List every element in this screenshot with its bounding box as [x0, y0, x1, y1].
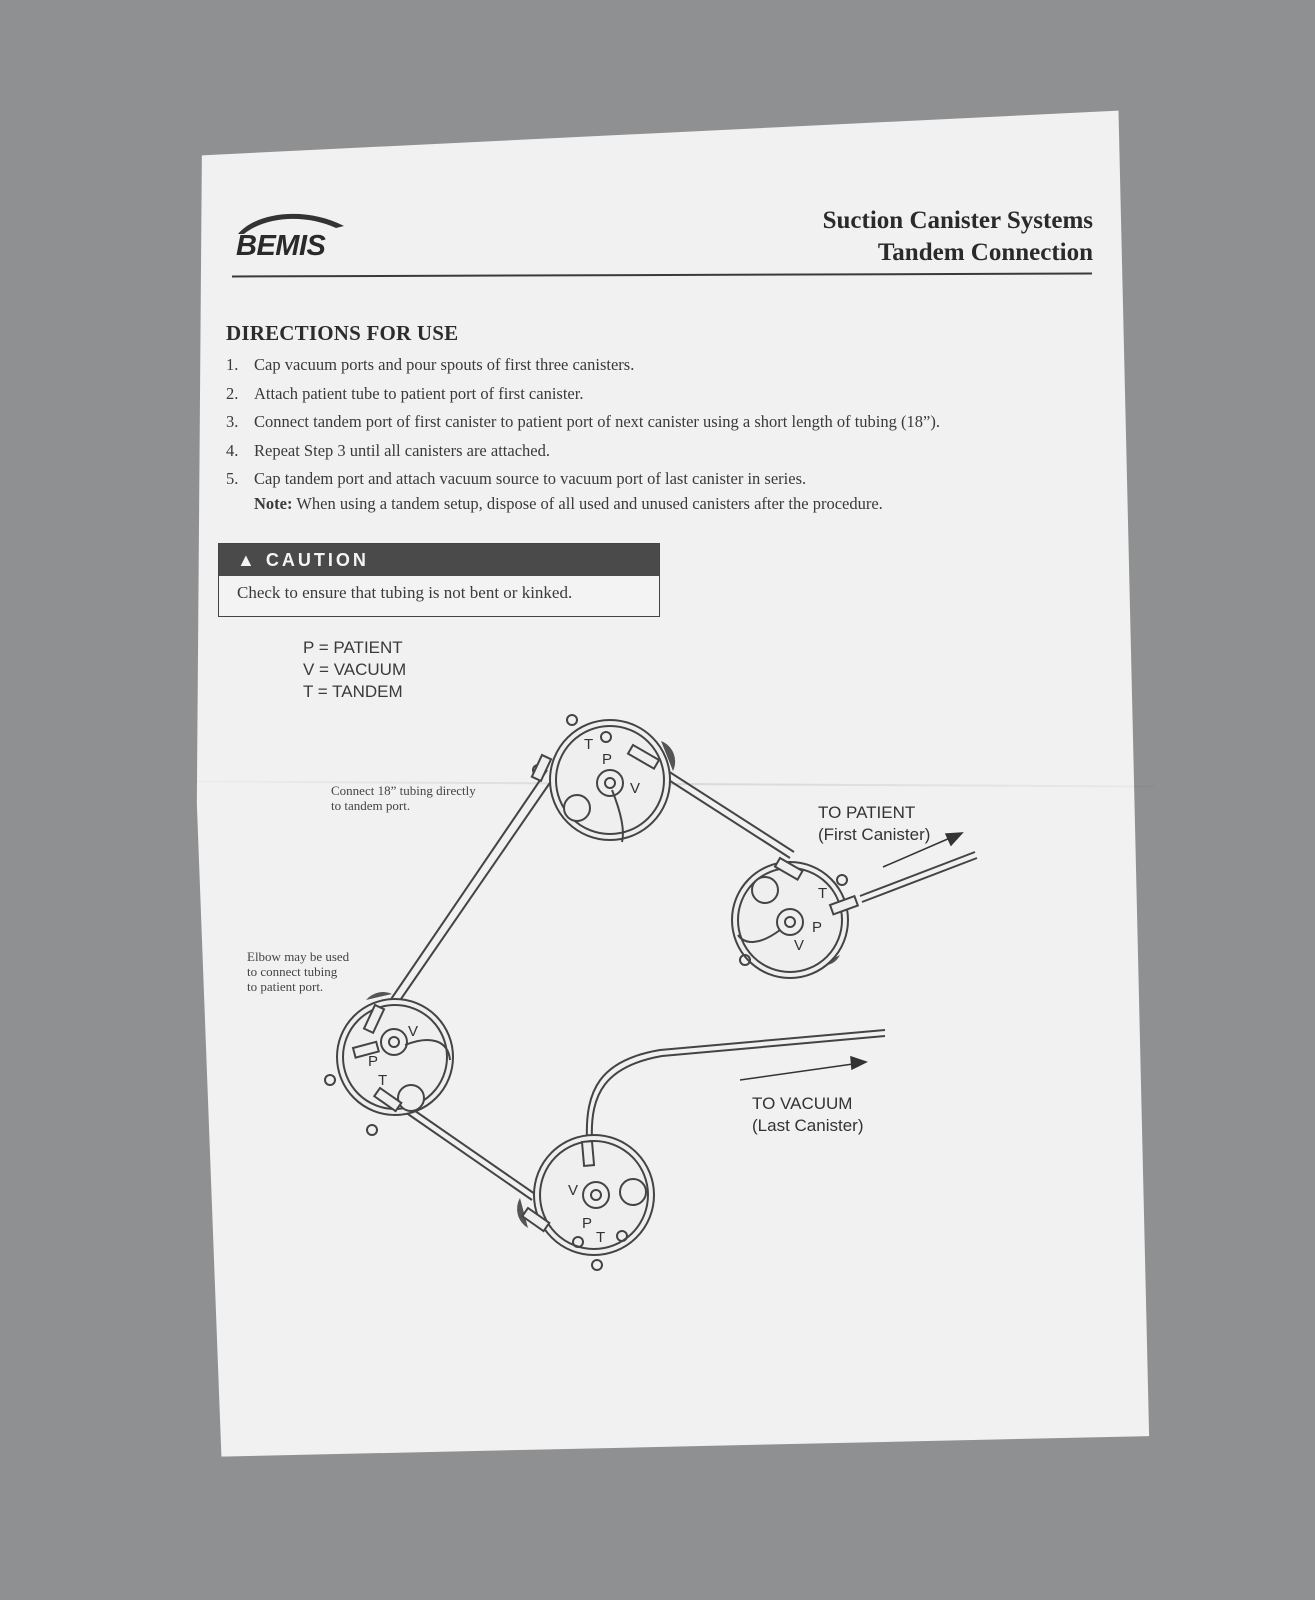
legend-vacuum: V = VACUUM [303, 660, 407, 679]
port-label-t: T [596, 1229, 605, 1246]
to-vacuum-sublabel: (Last Canister) [752, 1116, 863, 1135]
vacuum-arrowhead-icon [850, 1055, 868, 1071]
step-item: 4. Repeat Step 3 until all canisters are … [226, 441, 1086, 470]
port-label-p: P [368, 1053, 378, 1070]
step-number: 2. [226, 383, 239, 403]
canister-1 [530, 714, 676, 843]
caution-text: Check to ensure that tubing is not bent … [237, 583, 573, 602]
canister-4 [517, 1134, 655, 1271]
to-vacuum-label: TO VACUUM [752, 1094, 852, 1113]
bemis-logo: BEMIS [236, 208, 366, 268]
patient-tubing [861, 857, 978, 903]
port-label-t: T [818, 885, 827, 902]
port-label-p: P [602, 751, 612, 768]
port-label-v: V [630, 780, 640, 797]
step-number: 4. [226, 440, 239, 460]
callout-elbow-line-1: Elbow may be used [247, 949, 350, 964]
vacuum-tubing [585, 1029, 886, 1141]
tubing-line [391, 773, 557, 1013]
port-label-v: V [408, 1023, 418, 1040]
port-label-t: T [378, 1072, 387, 1089]
directions-heading: DIRECTIONS FOR USE [226, 321, 459, 345]
title-line-2: Tandem Connection [877, 239, 1093, 266]
document-title: Suction Canister Systems Tandem Connecti… [823, 205, 1093, 269]
title-line-1: Suction Canister Systems [822, 207, 1093, 234]
tubing-line [653, 761, 795, 853]
tubing-line [384, 769, 548, 1009]
caution-header: ▲ CAUTION [219, 544, 659, 576]
step-item: 2. Attach patient tube to patient port of… [226, 384, 1086, 413]
tubing-line [404, 1111, 533, 1201]
patient-tubing [859, 851, 976, 897]
port-legend: P = PATIENT V = VACUUM T = TANDEM [303, 637, 406, 703]
callout-connect-line-1: Connect 18” tubing directly [331, 783, 476, 798]
step-item: 3. Connect tandem port of first canister … [226, 412, 1086, 441]
logo-text: BEMIS [236, 230, 326, 262]
step-text: Cap tandem port and attach vacuum source… [254, 469, 807, 488]
warning-triangle-icon: ▲ [237, 550, 258, 570]
step-number: 3. [226, 412, 239, 431]
step-number: 5. [226, 469, 239, 488]
vacuum-tubing [590, 1035, 886, 1141]
note-label: Note: [254, 493, 293, 513]
patient-arrow-icon [882, 837, 951, 868]
caution-title: CAUTION [265, 550, 369, 570]
step-text: Attach patient tube to patient port of f… [254, 383, 584, 403]
note-text: When using a tandem setup, dispose of al… [296, 493, 883, 513]
tubing-line [649, 767, 791, 859]
port-label-v: V [794, 937, 804, 954]
port-label-v: V [568, 1182, 578, 1199]
steps-list: 1. Cap vacuum ports and pour spouts of fi… [226, 355, 1086, 514]
to-patient-label: TO PATIENT [818, 803, 915, 822]
callout-elbow-line-2: to connect tubing [247, 964, 338, 979]
legend-tandem: T = TANDEM [303, 682, 403, 701]
caution-box: ▲ CAUTION Check to ensure that tubing is… [218, 543, 660, 617]
step-text: Connect tandem port of first canister to… [254, 412, 940, 431]
canister-2 [731, 856, 860, 979]
port-label-p: P [582, 1215, 592, 1232]
step-text: Repeat Step 3 until all canisters are at… [254, 440, 550, 460]
port-label-t: T [584, 736, 593, 753]
callout-connect-line-2: to tandem port. [331, 798, 410, 813]
canister-3 [324, 992, 454, 1136]
callout-elbow-line-3: to patient port. [247, 979, 323, 994]
note-line: Note: When using a tandem setup, dispose… [226, 494, 1086, 514]
step-text: Cap vacuum ports and pour spouts of firs… [254, 355, 635, 374]
step-number: 1. [226, 355, 239, 374]
patient-arrowhead-icon [944, 832, 964, 847]
tubing-line [407, 1105, 536, 1195]
to-patient-sublabel: (First Canister) [818, 825, 930, 844]
legend-patient: P = PATIENT [303, 638, 403, 657]
vacuum-arrow-icon [739, 1063, 854, 1081]
logo-swoosh-icon [238, 213, 344, 234]
step-item: 1. Cap vacuum ports and pour spouts of fi… [226, 355, 1086, 384]
port-label-p: P [812, 919, 822, 936]
step-item: 5. Cap tandem port and attach vacuum sour… [226, 469, 1086, 498]
